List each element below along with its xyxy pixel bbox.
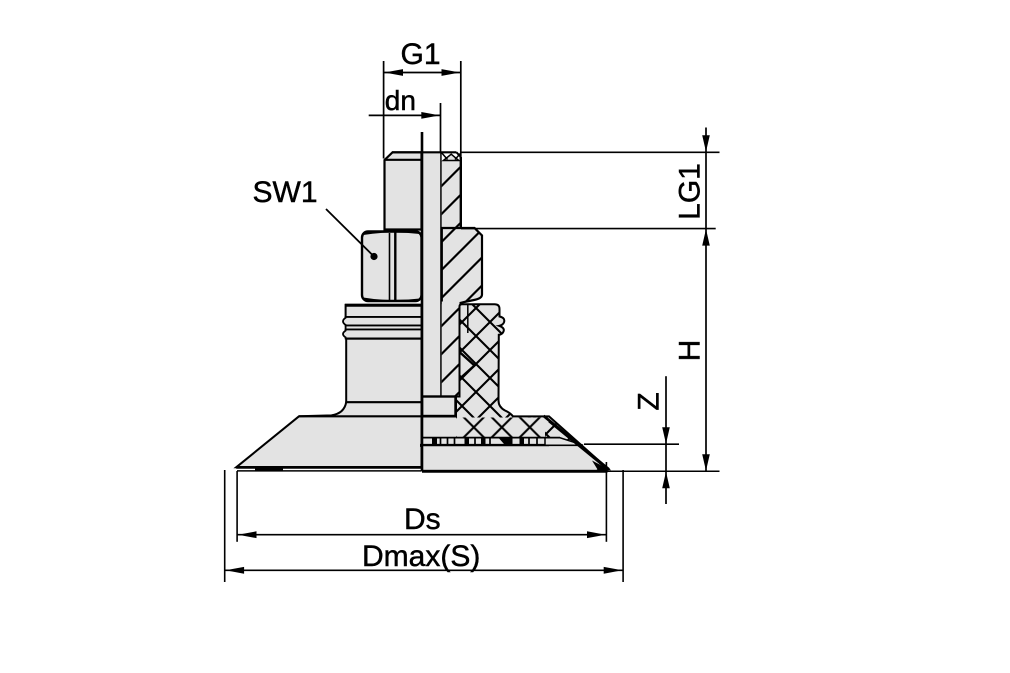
svg-text:G1: G1 — [401, 38, 441, 71]
svg-text:Z: Z — [633, 392, 666, 410]
svg-text:Ds: Ds — [404, 503, 441, 536]
svg-text:SW1: SW1 — [253, 176, 318, 209]
svg-text:H: H — [674, 340, 707, 362]
svg-text:dn: dn — [385, 85, 416, 116]
svg-text:Dmax(S): Dmax(S) — [362, 540, 480, 573]
svg-text:LG1: LG1 — [674, 163, 707, 220]
